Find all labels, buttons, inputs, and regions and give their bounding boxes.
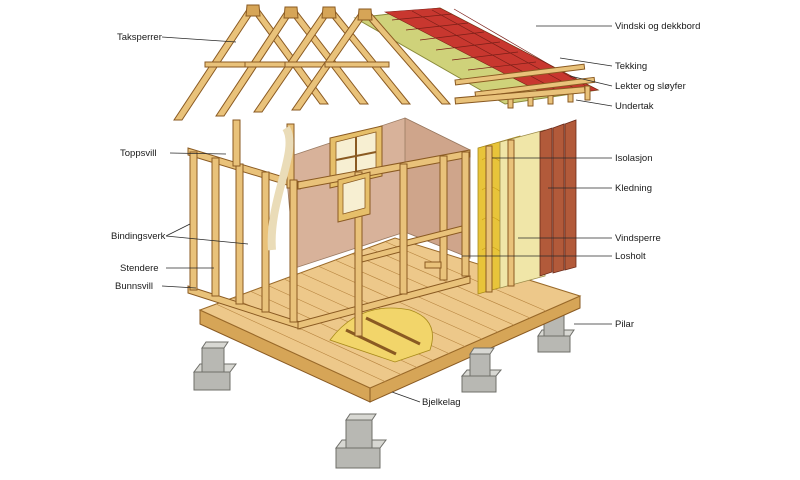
label-taksperrer: Taksperrer bbox=[117, 32, 162, 43]
label-stendere: Stendere bbox=[120, 263, 159, 274]
label-tekking: Tekking bbox=[615, 61, 647, 72]
label-toppsvill: Toppsvill bbox=[120, 148, 156, 159]
label-undertak: Undertak bbox=[615, 101, 654, 112]
leader-lines bbox=[161, 25, 613, 403]
losholt-beam bbox=[406, 225, 463, 247]
label-losholt: Losholt bbox=[615, 251, 646, 262]
lekter-battens bbox=[454, 63, 596, 98]
pilar-front bbox=[193, 341, 503, 469]
label-bjelkelag: Bjelkelag bbox=[422, 397, 461, 408]
right-wall-layers bbox=[477, 119, 577, 295]
roof-assembly bbox=[173, 4, 600, 121]
labels: Taksperrer Vindski og dekkbord Tekking L… bbox=[111, 21, 700, 408]
label-bindingsverk: Bindingsverk bbox=[111, 231, 166, 242]
kledning-boards bbox=[539, 119, 577, 277]
bindingsverk-front-wall bbox=[297, 149, 471, 337]
label-vindsperre: Vindsperre bbox=[615, 233, 661, 244]
label-bunnsvill: Bunnsvill bbox=[115, 281, 153, 292]
label-kledning: Kledning bbox=[615, 183, 652, 194]
label-pilar: Pilar bbox=[615, 319, 634, 330]
label-vindski: Vindski og dekkbord bbox=[615, 21, 700, 32]
front-window bbox=[337, 171, 371, 223]
label-lekter: Lekter og sløyfer bbox=[615, 81, 686, 92]
vindsperre-layer bbox=[499, 129, 546, 289]
bindingsverk-left-wall bbox=[187, 119, 301, 330]
label-isolasjon: Isolasjon bbox=[615, 153, 653, 164]
taksperrer-trusses bbox=[173, 4, 591, 121]
